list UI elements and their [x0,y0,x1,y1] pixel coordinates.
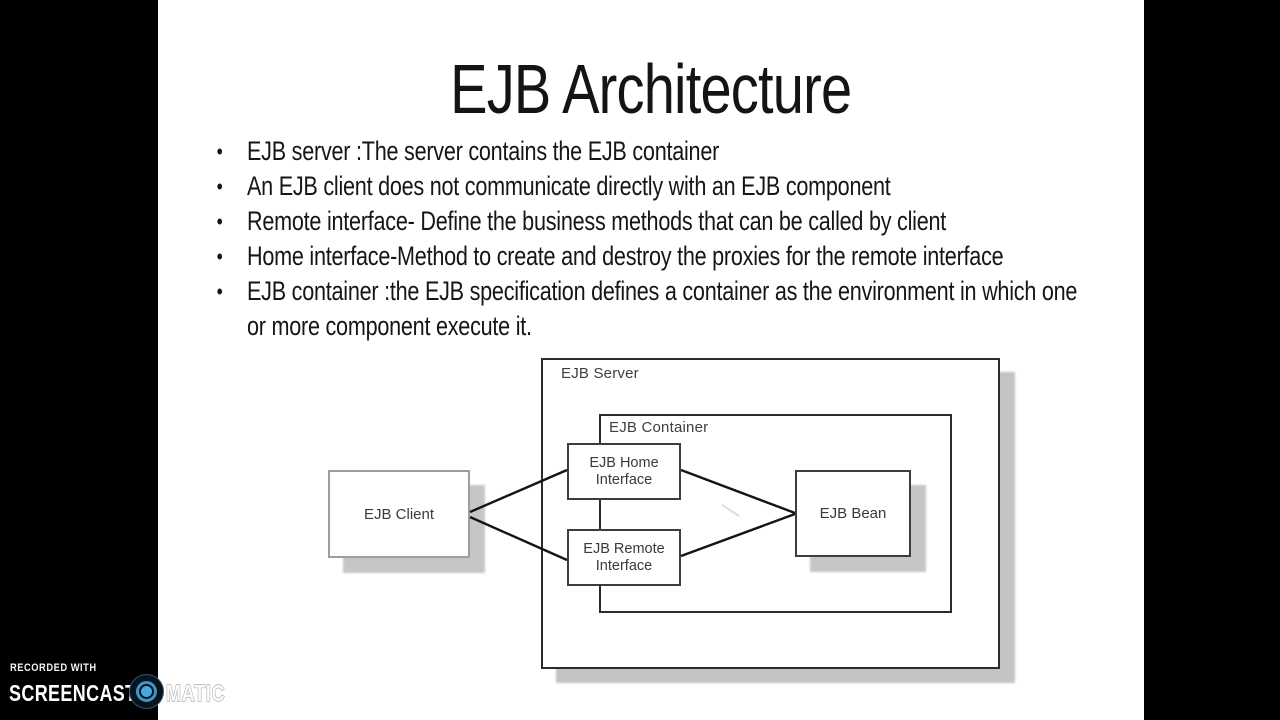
ejb-bean-box: EJB Bean [795,470,911,557]
list-item: • Home interface-Method to create and de… [215,239,1079,274]
ejb-home-interface-label-line1: EJB Home [589,454,659,471]
ejb-remote-interface-label-line2: Interface [595,557,653,574]
recorded-with-label: RECORDED WITH [10,662,97,674]
ejb-container-label: EJB Container [609,419,709,436]
ejb-server-label: EJB Server [561,365,639,382]
ejb-remote-interface-box: EJB Remote Interface [567,529,681,586]
screencast-wordmark: SCREENCAST [9,680,137,706]
bullet-text: Home interface-Method to create and dest… [247,241,1004,271]
ejb-client-label: EJB Client [363,505,435,523]
screencast-o-matic-logo-icon [129,674,164,709]
bullet-text: EJB container :the EJB specification def… [247,276,1078,341]
bullet-text: EJB server :The server contains the EJB … [247,136,720,166]
ejb-architecture-diagram: EJB Server EJB Container EJB Home Interf… [158,0,1144,720]
list-item: • Remote interface- Define the business … [215,204,1079,239]
bullet-icon: • [216,244,223,269]
ejb-remote-interface-label-line1: EJB Remote [583,540,665,557]
bullet-text: An EJB client does not communicate direc… [247,171,891,201]
bullet-text: Remote interface- Define the business me… [247,206,947,236]
presentation-slide: EJB Architecture • EJB server :The serve… [158,0,1144,720]
ejb-client-box: EJB Client [328,470,470,558]
ejb-home-interface-label-line2: Interface [595,471,653,488]
matic-wordmark: MATIC [166,679,226,706]
ejb-home-interface-box: EJB Home Interface [567,443,681,500]
list-item: • EJB server :The server contains the EJ… [215,134,1079,169]
page-title-text: EJB Architecture [450,50,852,128]
logo-dot-icon [141,686,152,697]
bullet-list: • EJB server :The server contains the EJ… [215,134,1079,344]
bullet-icon: • [216,209,223,234]
ejb-bean-label: EJB Bean [819,505,887,522]
list-item: • An EJB client does not communicate dir… [215,169,1079,204]
bullet-icon: • [216,279,223,304]
list-item: • EJB container :the EJB specification d… [215,274,1079,344]
page-title: EJB Architecture [158,50,1144,128]
logo-ring-icon [136,681,157,702]
bullet-icon: • [216,174,223,199]
bullet-icon: • [216,139,223,164]
